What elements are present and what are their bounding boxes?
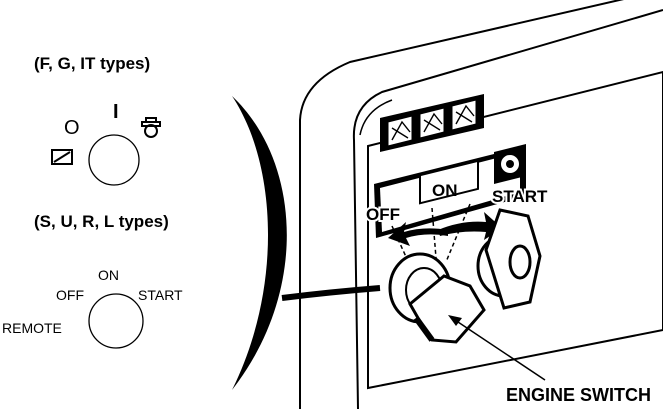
suri-on-label: ON xyxy=(98,267,119,283)
fgit-on-symbol: I xyxy=(113,101,119,123)
zoom-bracket xyxy=(232,96,287,390)
remote-symbol-icon xyxy=(51,149,73,165)
zoom-connector xyxy=(281,285,381,301)
fgit-off-symbol: O xyxy=(64,117,80,139)
knob-icon xyxy=(476,208,542,310)
housing-bevel xyxy=(359,99,393,136)
suri-dial xyxy=(88,293,144,349)
callout-line xyxy=(454,319,546,381)
panel-off-label: OFF xyxy=(366,205,400,224)
indicator-lamps xyxy=(380,94,484,152)
arrow-icon xyxy=(388,212,502,246)
housing-inner-edge xyxy=(352,9,663,409)
fgit-heading: (F, G, IT types) xyxy=(34,54,150,73)
panel-on-label: ON xyxy=(432,181,458,200)
engine-switch-callout: ENGINE SWITCH xyxy=(506,385,651,405)
callout-arrowhead-icon xyxy=(448,315,462,326)
housing-outer-edge xyxy=(299,0,624,409)
panel-start-label: START xyxy=(492,187,548,206)
suri-remote-label: REMOTE xyxy=(2,320,62,336)
on-window xyxy=(419,159,479,205)
suri-heading: (S, U, R, L types) xyxy=(34,212,169,231)
key-icon xyxy=(388,252,486,344)
control-panel-face xyxy=(367,70,663,390)
start-button-icon xyxy=(494,144,526,184)
fgit-dial xyxy=(88,134,140,186)
suri-off-label: OFF xyxy=(56,287,84,303)
suri-start-label: START xyxy=(138,287,183,303)
start-engine-symbol-icon xyxy=(141,117,161,138)
